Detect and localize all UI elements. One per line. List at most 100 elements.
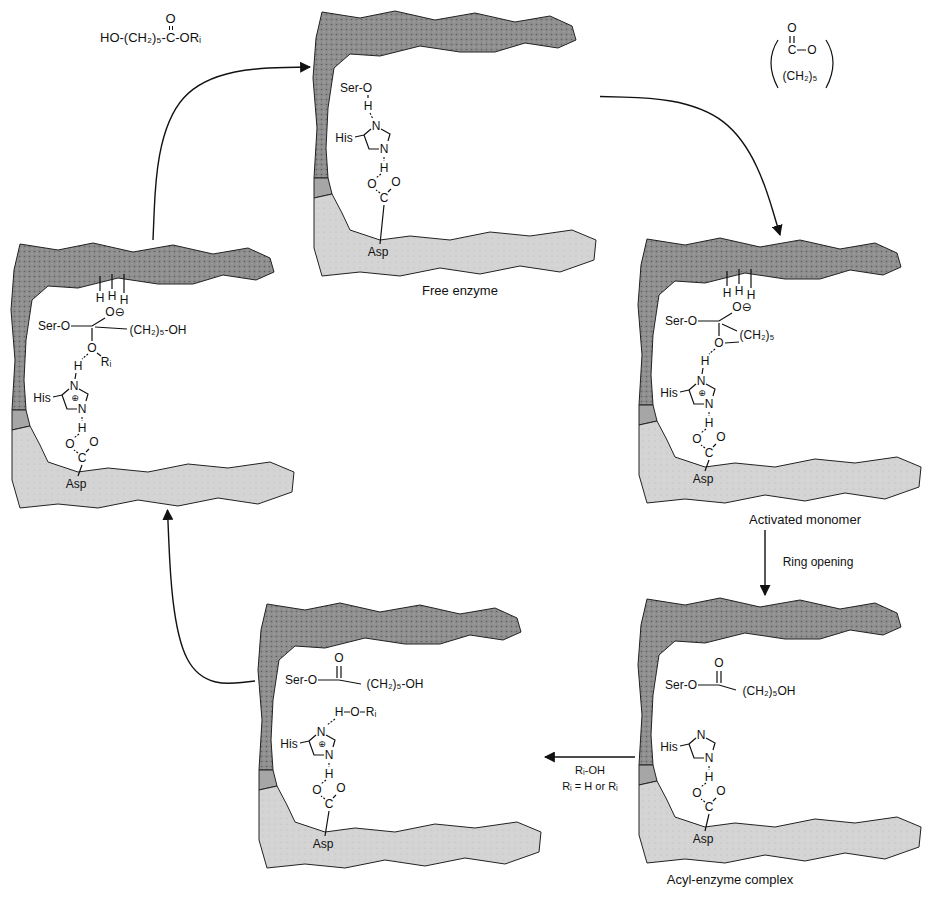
chem-label: (CH₂)₅: [783, 69, 818, 83]
atom-label: N: [372, 119, 381, 133]
state-caption: Activated monomer: [749, 512, 861, 527]
atom-label: N: [705, 751, 714, 765]
atom-label: Asp: [66, 477, 87, 491]
atom-label: C: [705, 800, 714, 814]
atom-label: H: [325, 767, 334, 781]
chem-label: O: [787, 21, 796, 35]
enzyme-pocket: HHHSer-OO⊖(CH₂)₅-OHORᵢHN⊕HisNHOCOAsp: [8, 240, 298, 510]
atom-label: N: [317, 725, 326, 739]
bond-lines: [355, 95, 391, 244]
atom-label: His: [335, 131, 352, 145]
atom-label: Ser-O: [340, 81, 372, 95]
pocket-outline: [635, 235, 925, 530]
atom-label: H: [705, 416, 714, 430]
atom-label: H: [723, 286, 732, 300]
hydrogen-bonds: [701, 349, 715, 448]
chem-label: C: [788, 43, 797, 57]
reaction-arrow: [153, 67, 310, 240]
atom-label: (CH₂)₅: [740, 328, 775, 342]
atom-label: H: [108, 289, 117, 303]
atom-label: O⊖: [105, 305, 124, 319]
arrow-label: Rᵢ-OH: [575, 764, 605, 777]
formula-text: C: [166, 30, 175, 45]
protein-shape: [638, 598, 921, 863]
atom-label: O: [692, 432, 701, 446]
atom-label: Rᵢ: [101, 355, 112, 369]
atom-label: O: [350, 705, 359, 719]
hydrogen-bonds: [74, 354, 88, 453]
atom-label: O: [692, 786, 701, 800]
atom-label: (CH₂)₅-OH: [367, 677, 424, 691]
atom-label: H: [364, 99, 373, 113]
enzyme-pocket: Ser-OO(CH₂)₅-OHHORᵢN⊕HisNHOCOAsp: [255, 600, 545, 870]
product-formula: HO-(CH₂)₅-CO-ORᵢ: [100, 30, 201, 45]
bond-lines: [300, 666, 365, 836]
atom-label: N: [78, 402, 87, 416]
atom-label: Ser-O: [285, 673, 317, 687]
formula-part: -ORᵢ: [175, 30, 201, 45]
atom-label: N: [380, 142, 389, 156]
double-bond: [168, 26, 174, 30]
atom-label: O: [87, 341, 96, 355]
bond-line: [169, 26, 172, 30]
atom-label: H: [701, 354, 710, 368]
atom-label: N: [705, 397, 714, 411]
atom-label: H: [74, 359, 83, 373]
formula-part: CO: [166, 30, 175, 45]
atom-label: C: [705, 446, 714, 460]
atom-label: N: [697, 374, 706, 388]
atom-label: (CH₂)₅OH: [743, 684, 796, 698]
protein-shape: [638, 238, 921, 503]
atom-label: H: [96, 291, 105, 305]
atom-label: O: [336, 781, 345, 795]
atom-label: O: [89, 435, 98, 449]
protein-shape: [313, 11, 596, 276]
bond-lines: [53, 274, 127, 476]
atom-label: Asp: [693, 832, 714, 846]
atom-label: H: [705, 770, 714, 784]
ring-bracket: [771, 40, 833, 88]
atom-label: (CH₂)₅-OH: [130, 323, 187, 337]
pocket-outline: [8, 240, 298, 510]
formula-text: O: [166, 11, 176, 26]
atom-label: H: [335, 705, 344, 719]
atom-label: C: [380, 191, 389, 205]
formula-text: -ORᵢ: [175, 30, 201, 45]
arrow-label: Ring opening: [783, 555, 854, 569]
atom-label: Ser-O: [665, 678, 697, 692]
reaction-arrow: [168, 510, 256, 683]
chem-label: Rᵢ = H or Rᵢ: [562, 780, 618, 793]
pocket-outline: [310, 8, 600, 303]
enzyme-pocket: Free enzymeSer-OHNHisNHOCOAsp: [310, 8, 600, 303]
atom-label: N: [325, 748, 334, 762]
atom-label: N: [70, 379, 79, 393]
state-caption: Free enzyme: [422, 283, 498, 298]
bond-lines: [680, 671, 736, 831]
atom-label: O: [714, 336, 723, 350]
protein-shape: [258, 603, 541, 868]
atom-label: Asp: [368, 245, 389, 259]
atom-label: O: [716, 784, 725, 798]
charge-symbol: ⊕: [318, 739, 326, 749]
atom-label: Ser-O: [665, 314, 697, 328]
formula-text: HO-(CH₂)₅-: [100, 30, 166, 45]
atom-label: Asp: [693, 472, 714, 486]
atom-label: N: [697, 728, 706, 742]
atom-label: Rᵢ: [366, 705, 377, 719]
atom-label: O: [367, 177, 376, 191]
atom-label: H: [735, 284, 744, 298]
enzyme-pocket: Acyl-enzyme complexSer-OO(CH₂)₅OHNHisNHO…: [635, 595, 925, 890]
pocket-outline: [255, 600, 545, 870]
pocket-outline: [635, 595, 925, 890]
reaction-arrow: [764, 530, 765, 595]
charge-symbol: ⊕: [698, 388, 706, 398]
enzyme-pocket: Activated monomerHHHSer-OO⊖O(CH₂)₅HN⊕His…: [635, 235, 925, 530]
atom-label: O⊖: [732, 300, 751, 314]
atom-label: H: [78, 421, 87, 435]
atom-label: O: [65, 437, 74, 451]
atom-label: Ser-O: [38, 319, 70, 333]
atom-label: His: [660, 386, 677, 400]
